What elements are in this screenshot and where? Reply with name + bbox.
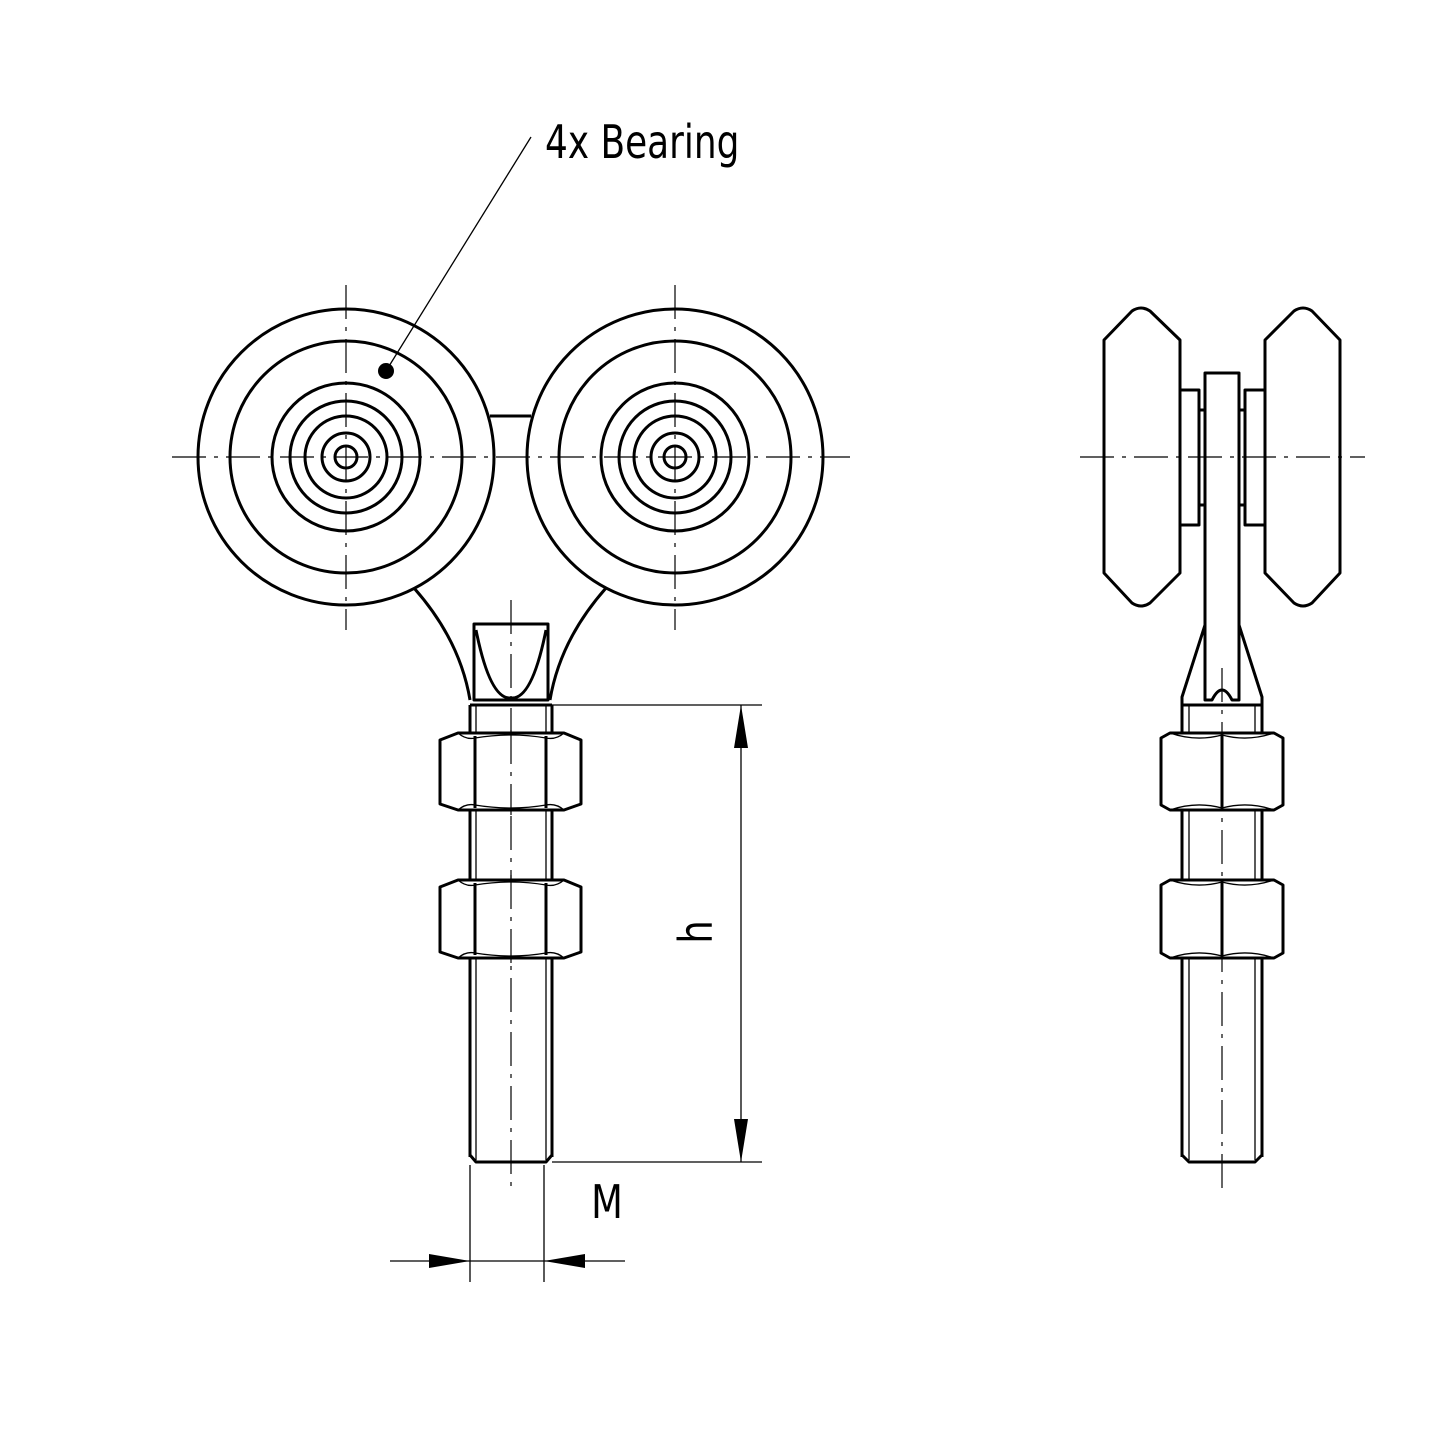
bracket	[412, 414, 608, 707]
dimension-m: M	[390, 1165, 625, 1282]
dimension-label-m: M	[591, 1175, 623, 1229]
side-left-wheel	[1102, 306, 1182, 608]
dimension-label-h: h	[669, 920, 723, 943]
left-wheel	[196, 307, 496, 607]
dimension-h: h	[552, 704, 762, 1163]
hex-nut-lower	[438, 875, 583, 965]
side-nut-upper	[1159, 731, 1285, 812]
side-right-wheel	[1263, 306, 1342, 608]
side-view	[1080, 306, 1365, 1188]
hex-nut-upper	[438, 730, 583, 815]
side-plate	[1203, 371, 1241, 702]
right-wheel	[525, 307, 825, 607]
bearing-callout: 4x Bearing	[378, 116, 739, 379]
front-view: h M 4x Bearing	[172, 116, 850, 1282]
bearing-label: 4x Bearing	[545, 116, 739, 170]
